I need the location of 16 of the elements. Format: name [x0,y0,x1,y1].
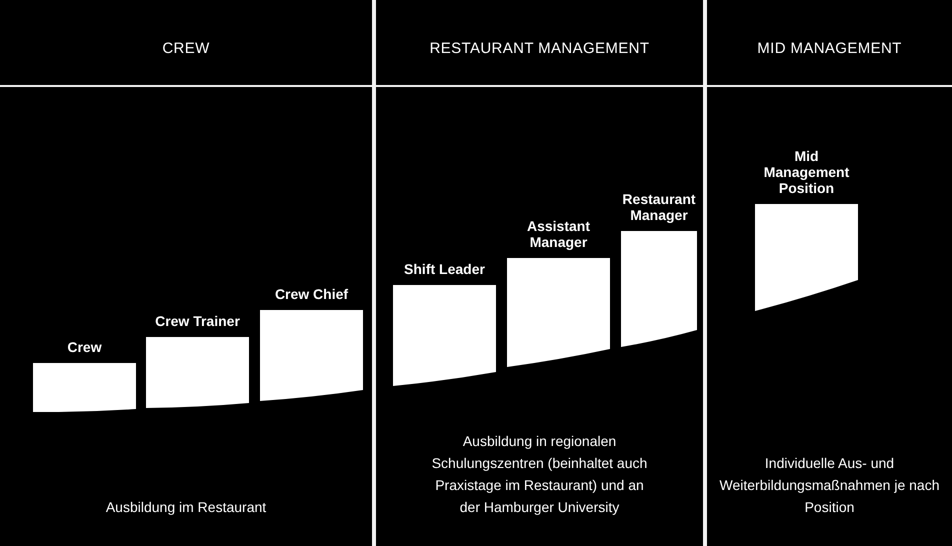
column-note: Ausbildung im Restaurant [104,498,268,517]
column-note: Individuelle Aus- und Weiterbildungsmaßnahmen je nach Position [718,454,940,517]
step-label: Mid Management Position [762,148,850,196]
column-panel [707,0,952,546]
step-label: Assistant Manager [526,218,592,250]
column-header: CREW [161,39,211,59]
step-label: Crew Trainer [155,313,240,329]
step-label: Crew Chief [274,286,348,302]
step-label: Restaurant Manager [621,191,697,223]
step-label: Shift Leader [404,261,485,277]
column-panel [0,0,372,546]
step-label: Crew [67,339,102,355]
column-note: Ausbildung in regionalen Schulungszentren (beinhaltet auch Praxistage im Restaurant) und an der Hamburger University [430,432,648,517]
column-panel [376,0,703,546]
column-header: MID MANAGEMENT [756,39,903,59]
column-header: RESTAURANT MANAGEMENT [428,39,650,59]
